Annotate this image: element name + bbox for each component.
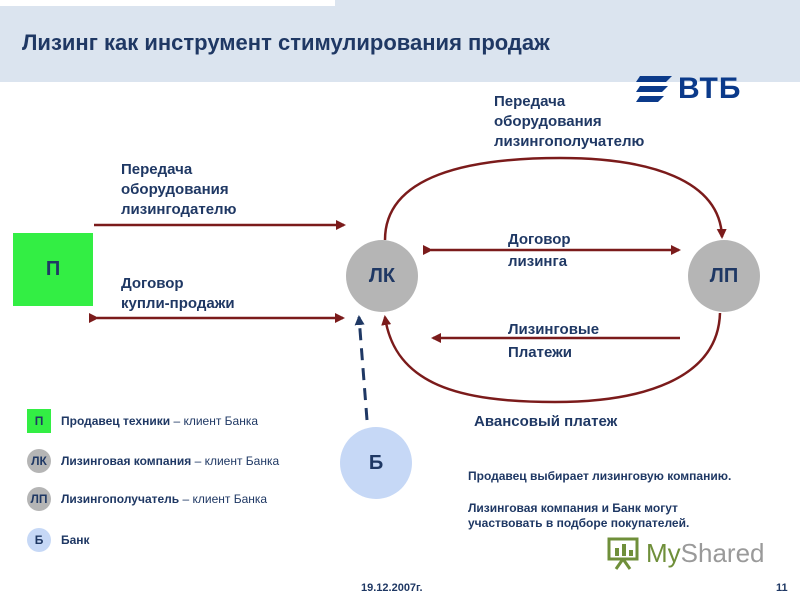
- label-purchase-contract-line2: купли-продажи: [121, 295, 235, 312]
- legend-item-leasing-company: ЛК Лизинговая компания – клиент Банка: [27, 449, 279, 473]
- label-purchase-contract-line1: Договор: [121, 275, 184, 292]
- legend-text-bank: Банк: [61, 533, 90, 547]
- arrow-advance-payment-arc: [381, 312, 722, 404]
- arrow-bank-dashed: [354, 315, 369, 421]
- header-notch: [0, 0, 335, 6]
- label-leasing-contract-line1: Договор: [508, 231, 571, 248]
- myshared-watermark: MyShared: [606, 536, 765, 570]
- myshared-suffix: Shared: [680, 537, 765, 568]
- legend-rest-lessee: – клиент Банка: [179, 492, 268, 506]
- legend-strong-leasing-company: Лизинговая компания: [61, 454, 192, 468]
- note-line-2: Лизинговая компания и Банк могут: [468, 501, 678, 515]
- label-leasing-payments-line1: Лизинговые: [508, 321, 600, 338]
- label-to-lessor-line2: оборудования: [121, 181, 229, 198]
- arrow-to-lessee-arc: [383, 156, 727, 241]
- slide-title: Лизинг как инструмент стимулирования про…: [22, 30, 550, 55]
- label-advance-payment: Авансовый платеж: [474, 413, 618, 430]
- legend-rest-leasing-company: – клиент Банка: [191, 454, 280, 468]
- legend-mark-lessee: ЛП: [27, 487, 51, 511]
- legend-item-bank: Б Банк: [27, 528, 90, 552]
- legend-text-leasing-company: Лизинговая компания – клиент Банка: [61, 454, 279, 468]
- node-bank: Б: [340, 427, 412, 499]
- node-seller: П: [13, 233, 93, 306]
- header-band: [0, 0, 800, 82]
- legend-strong-lessee: Лизингополучатель: [61, 492, 180, 506]
- node-lessee: ЛП: [688, 240, 760, 312]
- myshared-text: MyShared: [646, 538, 765, 569]
- legend-item-lessee: ЛП Лизингополучатель – клиент Банка: [27, 487, 267, 511]
- label-to-lessee-line3: лизингополучателю: [494, 133, 645, 150]
- legend-text-lessee: Лизингополучатель – клиент Банка: [61, 492, 267, 506]
- legend-strong-seller: Продавец техники: [61, 414, 171, 428]
- vtb-flag-icon: [636, 76, 672, 102]
- legend-mark-seller: П: [27, 409, 51, 433]
- legend-rest-seller: – клиент Банка: [170, 414, 259, 428]
- note-line-3: участвовать в подборе покупателей.: [468, 516, 690, 530]
- label-to-lessee-line1: Передача: [494, 93, 566, 110]
- label-leasing-contract: Договор лизинга: [508, 229, 571, 273]
- label-leasing-payments: Лизинговые Платежи: [508, 318, 599, 364]
- legend-text-seller: Продавец техники – клиент Банка: [61, 414, 258, 428]
- footer-date: 19.12.2007г.: [361, 582, 423, 594]
- vtb-logo: ВТБ: [636, 72, 741, 106]
- legend-mark-bank: Б: [27, 528, 51, 552]
- vtb-logo-text: ВТБ: [678, 72, 742, 105]
- myshared-prefix: My: [646, 537, 681, 568]
- label-leasing-contract-line2: лизинга: [508, 253, 568, 270]
- label-leasing-payments-line2: Платежи: [508, 344, 572, 361]
- legend-mark-leasing-company: ЛК: [27, 449, 51, 473]
- presentation-board-icon: [607, 537, 639, 570]
- label-to-lessor-line1: Передача: [121, 161, 193, 178]
- label-to-lessor-line3: лизингодателю: [121, 201, 237, 218]
- label-to-lessor: Передача оборудования лизингодателю: [121, 160, 236, 220]
- label-to-lessee: Передача оборудования лизингополучателю: [494, 92, 644, 152]
- note-line-1: Продавец выбирает лизинговую компанию.: [468, 469, 732, 483]
- label-to-lessee-line2: оборудования: [494, 113, 602, 130]
- legend-item-seller: П Продавец техники – клиент Банка: [27, 409, 258, 433]
- label-purchase-contract: Договор купли-продажи: [121, 274, 235, 314]
- node-leasing-company: ЛК: [346, 240, 418, 312]
- footer-page-number: 11: [776, 582, 788, 594]
- legend-strong-bank: Банк: [61, 533, 90, 547]
